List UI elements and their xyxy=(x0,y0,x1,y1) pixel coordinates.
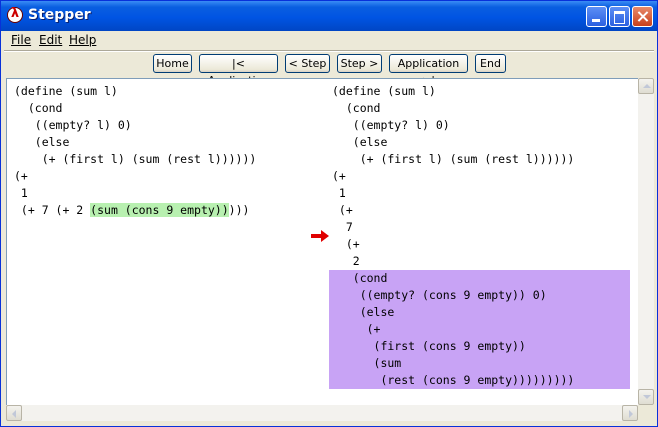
right-arrow-icon xyxy=(629,410,633,418)
code-line: 2 xyxy=(332,254,360,268)
reduct-line: (sum xyxy=(332,356,402,370)
code-line: (define (sum l) xyxy=(332,84,436,98)
toolbar-separator xyxy=(4,50,654,52)
left-arrow-icon xyxy=(12,410,16,418)
code-tail: ))) xyxy=(228,203,250,217)
maximize-button[interactable] xyxy=(609,6,630,27)
scroll-down-button[interactable] xyxy=(638,389,654,405)
prev-application-button[interactable]: |< Application xyxy=(199,54,278,87)
minimize-button[interactable] xyxy=(586,6,607,27)
code-line: 1 xyxy=(332,186,346,200)
end-button[interactable]: End xyxy=(475,54,506,73)
reduct-line: (+ xyxy=(332,322,381,336)
reduct-highlight xyxy=(329,270,630,389)
right-arrow-icon xyxy=(311,230,329,242)
code-line: (+ xyxy=(14,169,28,183)
code-line: (cond xyxy=(332,101,381,115)
code-line: (cond xyxy=(14,101,63,115)
reduct-line: (else xyxy=(332,305,395,319)
code-line: (define (sum l) xyxy=(14,84,118,98)
step-display[interactable]: (define (sum l) (cond ((empty? l) 0) (el… xyxy=(6,78,639,406)
code-line: (else xyxy=(332,135,388,149)
code-line: (+ xyxy=(332,203,353,217)
reduct-line: (cond xyxy=(332,271,388,285)
reduct-line: (rest (cons 9 empty)))))) xyxy=(332,373,554,387)
next-application-button[interactable]: Application >| xyxy=(389,54,468,87)
reduct-line: ((empty? (cons 9 empty)) 0) xyxy=(332,288,547,302)
menu-file[interactable]: File xyxy=(11,33,32,47)
menu-help[interactable]: Help xyxy=(69,33,97,47)
scroll-left-button[interactable] xyxy=(6,405,22,421)
code-line: ((empty? l) 0) xyxy=(332,118,450,132)
right-expression: (define (sum l) (cond ((empty? l) 0) (el… xyxy=(332,83,574,389)
prev-step-button[interactable]: < Step xyxy=(285,54,330,73)
code-line: (+ (first l) (sum (rest l)))))) xyxy=(332,152,575,166)
menu-edit[interactable]: Edit xyxy=(39,33,63,47)
close-button[interactable] xyxy=(632,6,653,27)
home-button[interactable]: Home xyxy=(153,54,192,73)
code-line: 7 xyxy=(332,220,353,234)
horizontal-scrollbar[interactable] xyxy=(6,405,638,421)
up-arrow-icon xyxy=(643,84,651,88)
code-line: (else xyxy=(14,135,70,149)
lambda-icon[interactable] xyxy=(7,6,23,23)
code-line: (+ xyxy=(332,237,360,251)
code-line: (+ xyxy=(332,169,346,183)
redex-highlight: (sum (cons 9 empty)) xyxy=(90,203,229,217)
left-expression: (define (sum l) (cond ((empty? l) 0) (el… xyxy=(14,83,256,219)
code-line: (+ (first l) (sum (rest l)))))) xyxy=(14,152,257,166)
next-step-button[interactable]: Step > xyxy=(337,54,382,73)
window-title: Stepper xyxy=(28,7,91,23)
down-arrow-icon xyxy=(643,395,651,399)
code-tail: ))) xyxy=(553,373,575,387)
title-bar[interactable]: Stepper xyxy=(1,1,657,31)
code-line: (+ 7 (+ 2 xyxy=(14,203,91,217)
vertical-scrollbar[interactable] xyxy=(638,78,654,405)
code-line: 1 xyxy=(14,186,28,200)
scroll-up-button[interactable] xyxy=(638,78,654,94)
reduct-line: (first (cons 9 empty)) xyxy=(332,339,526,353)
scrollbar-corner xyxy=(638,405,654,421)
scroll-right-button[interactable] xyxy=(622,405,638,421)
code-line: ((empty? l) 0) xyxy=(14,118,132,132)
